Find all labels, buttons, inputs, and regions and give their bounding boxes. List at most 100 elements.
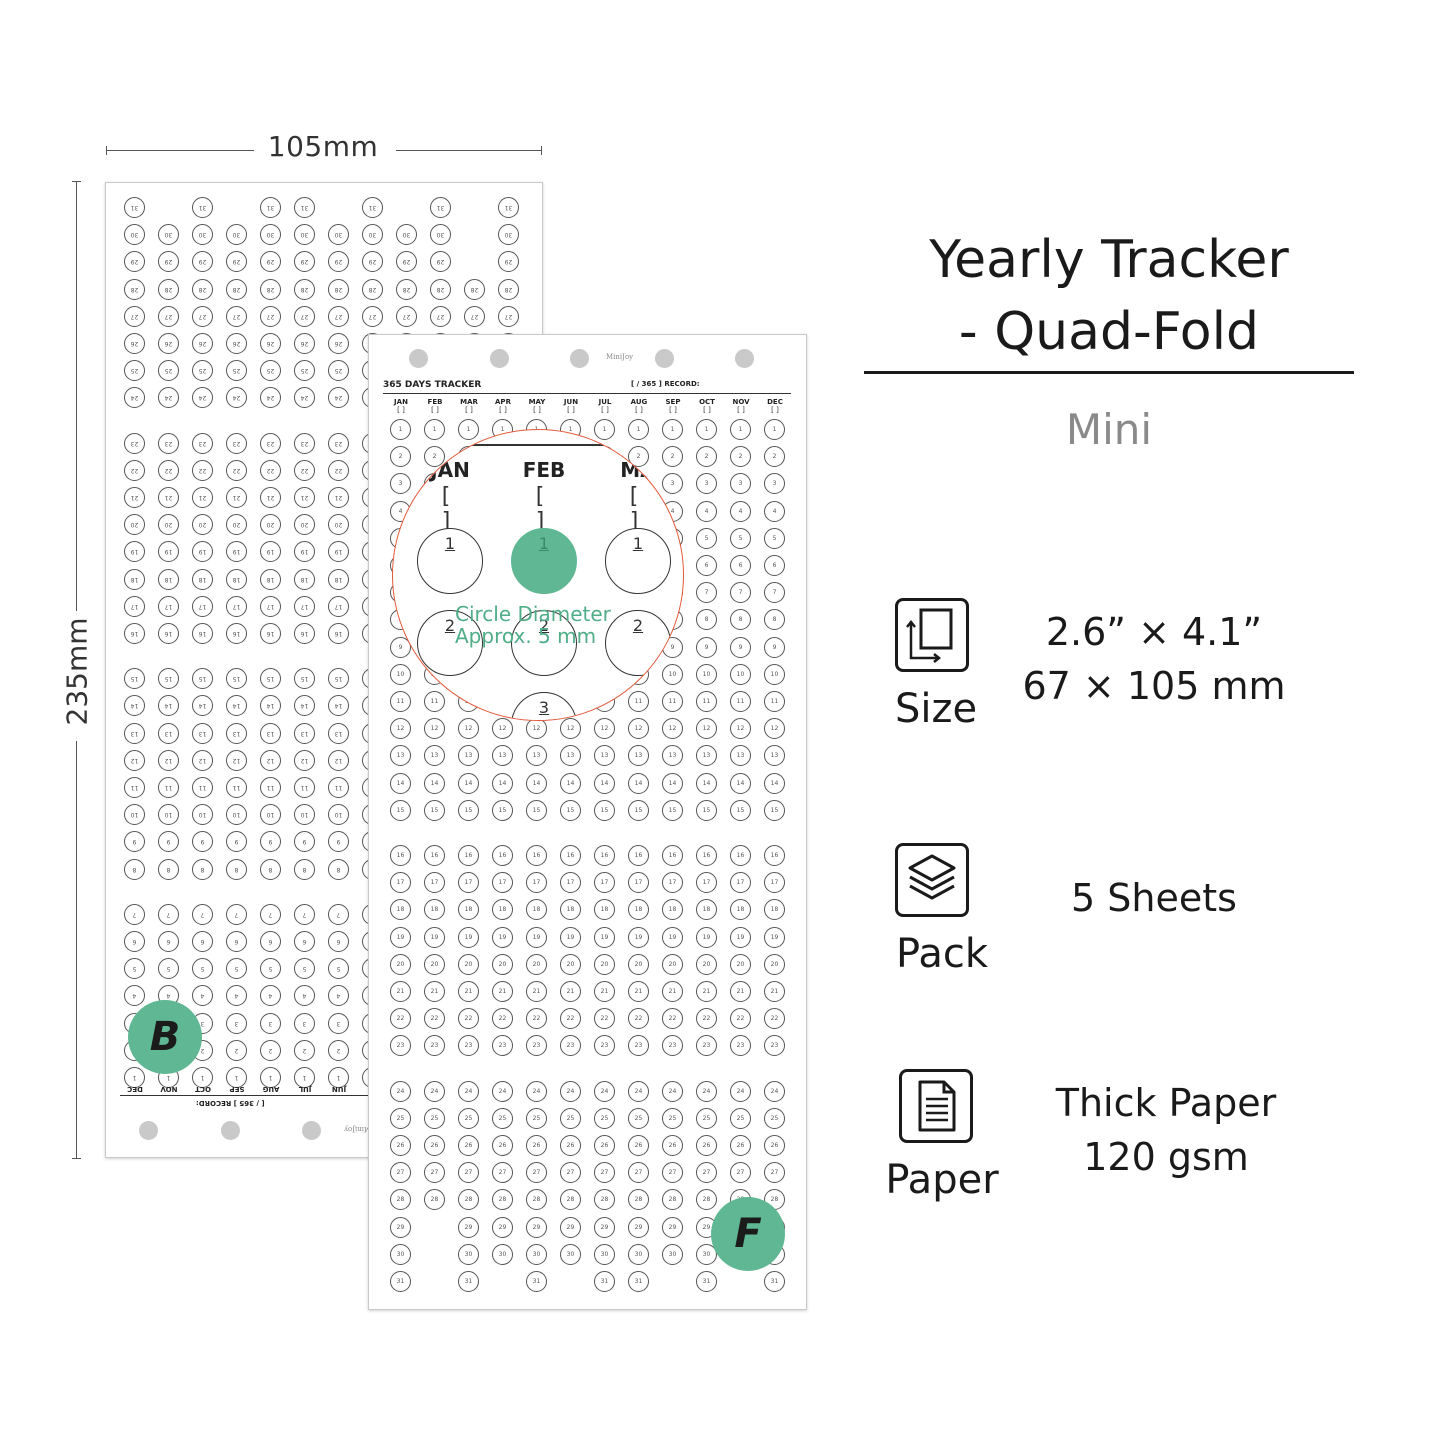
size-icon (895, 598, 969, 672)
day-circle: 23 (594, 1035, 615, 1057)
day-circle: 31 (362, 197, 383, 218)
day-circle: 19 (730, 926, 751, 948)
day-circle: 1 (764, 419, 785, 440)
day-circle: 14 (390, 772, 411, 794)
punch-hole (655, 349, 674, 368)
day-circle: 11 (192, 777, 213, 798)
day-circle: 25 (594, 1107, 615, 1129)
day-circle: 5 (328, 958, 349, 980)
day-circle: 9 (730, 636, 751, 658)
day-circle: 16 (526, 845, 547, 866)
day-circle: 14 (492, 772, 513, 794)
day-circle: 3 (730, 473, 751, 495)
day-circle: 11 (662, 691, 683, 712)
day-circle: 12 (526, 718, 547, 740)
day-circle: 20 (526, 953, 547, 975)
day-circle: 24 (192, 387, 213, 409)
size-inches: 2.6” × 4.1” (1045, 610, 1263, 654)
day-circle: 28 (294, 278, 315, 300)
day-circle: 22 (696, 1008, 717, 1030)
back-month-label: SEP (229, 1085, 245, 1093)
day-circle: 30 (328, 224, 349, 246)
day-circle: 30 (458, 1243, 479, 1265)
day-circle: 23 (458, 1035, 479, 1057)
day-circle: 18 (526, 899, 547, 921)
day-circle: 21 (424, 981, 445, 1002)
day-circle: 26 (192, 333, 213, 354)
day-circle: 15 (458, 799, 479, 821)
day-circle: 11 (764, 691, 785, 712)
day-circle: 30 (662, 1243, 683, 1265)
product-title-line2: - Quad-Fold (958, 302, 1260, 362)
day-circle: 25 (628, 1107, 649, 1129)
day-circle: 3 (764, 473, 785, 495)
month-bracket: [ ] (703, 406, 711, 414)
day-circle: 28 (158, 278, 179, 300)
day-circle: 11 (328, 777, 349, 798)
punch-hole (302, 1121, 321, 1140)
day-circle: 18 (458, 899, 479, 921)
punch-hole (139, 1121, 158, 1140)
day-circle: 2 (328, 1039, 349, 1061)
day-circle: 19 (492, 926, 513, 948)
month-label: OCT (699, 398, 715, 406)
day-circle: 11 (260, 777, 281, 798)
day-circle: 19 (628, 926, 649, 948)
day-circle: 5 (260, 958, 281, 980)
day-circle: 15 (192, 668, 213, 690)
day-circle: 15 (526, 799, 547, 821)
day-circle: 13 (662, 745, 683, 767)
day-circle: 24 (424, 1080, 445, 1102)
day-circle: 23 (526, 1035, 547, 1057)
day-circle: 7 (730, 582, 751, 604)
day-circle: 7 (260, 903, 281, 925)
day-circle: 23 (424, 1035, 445, 1057)
punch-hole (490, 349, 509, 368)
day-circle: 20 (594, 953, 615, 975)
day-circle: 28 (696, 1189, 717, 1211)
day-circle: 26 (124, 333, 145, 354)
day-circle: 19 (226, 541, 247, 563)
back-month-label: AUG (262, 1085, 280, 1093)
day-circle: 20 (560, 953, 581, 975)
front-sheet-brand: MiniJoy (606, 353, 634, 361)
day-circle: 5 (764, 527, 785, 549)
day-circle: 20 (226, 514, 247, 536)
day-circle: 12 (764, 718, 785, 740)
day-circle: 16 (696, 845, 717, 866)
day-circle: 23 (260, 432, 281, 454)
day-circle: 6 (764, 555, 785, 576)
day-circle: 15 (260, 668, 281, 690)
day-circle: 18 (594, 899, 615, 921)
day-circle: 28 (124, 278, 145, 300)
feature-value-size: 2.6” × 4.1” 67 × 105 mm (984, 605, 1324, 713)
day-circle: 26 (764, 1135, 785, 1156)
day-circle: 29 (362, 251, 383, 273)
day-circle: 22 (662, 1008, 683, 1030)
day-circle: 20 (424, 953, 445, 975)
day-circle: 31 (430, 197, 451, 218)
day-circle: 26 (594, 1135, 615, 1156)
day-circle: 22 (328, 459, 349, 481)
day-circle: 26 (628, 1135, 649, 1156)
day-circle: 26 (328, 333, 349, 354)
day-circle: 27 (124, 305, 145, 327)
day-circle: 28 (492, 1189, 513, 1211)
day-circle: 19 (124, 541, 145, 563)
day-circle: 15 (328, 668, 349, 690)
day-circle: 14 (764, 772, 785, 794)
day-circle: 28 (424, 1189, 445, 1211)
day-circle: 25 (458, 1107, 479, 1129)
day-circle: 13 (424, 745, 445, 767)
day-circle: 24 (492, 1080, 513, 1102)
day-circle: 14 (260, 695, 281, 717)
day-circle: 31 (696, 1271, 717, 1292)
day-circle: 16 (628, 845, 649, 866)
day-circle: 19 (526, 926, 547, 948)
day-circle: 15 (662, 799, 683, 821)
zoom-magnifier: JAN FEB MA [ ] [ ] [ ] 1 1 1 2 2 2 3 Cir… (392, 429, 684, 721)
day-circle: 17 (764, 872, 785, 894)
day-circle: 27 (764, 1162, 785, 1184)
day-circle: 14 (158, 695, 179, 717)
zoom-month-jan: JAN (430, 458, 470, 482)
